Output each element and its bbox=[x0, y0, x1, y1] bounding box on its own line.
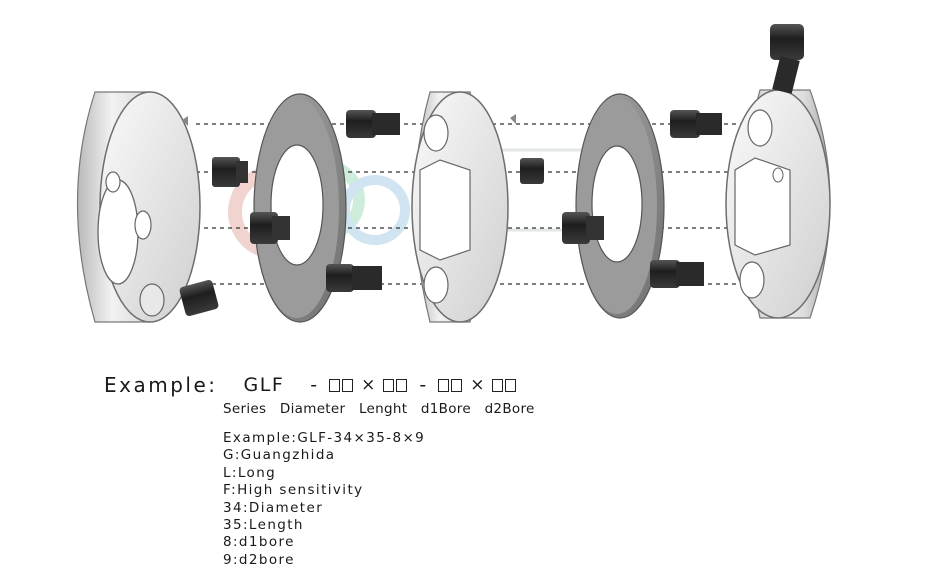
legend-item: 35:Length bbox=[223, 517, 304, 534]
series-code: GLF bbox=[243, 374, 285, 396]
legend-item: 9:d2bore bbox=[223, 551, 295, 568]
field-label-diameter: Diameter bbox=[279, 401, 346, 417]
field-label-d2bore: d2Bore bbox=[484, 401, 535, 417]
diaphragm-disc-icon bbox=[250, 93, 347, 323]
legend-item: Example:GLF-34×35-8×9 bbox=[223, 430, 426, 446]
dash-separator: - bbox=[310, 374, 318, 396]
legend-item: G:Guangzhida bbox=[223, 447, 336, 464]
spacer-center-icon bbox=[411, 91, 544, 323]
example-label: Example: bbox=[104, 373, 218, 397]
legend-item: 8:d1bore bbox=[223, 534, 295, 551]
field-label-length: Lenght bbox=[358, 401, 408, 417]
legend-item: L:Long bbox=[223, 464, 277, 481]
diaphragm-disc-icon bbox=[562, 93, 665, 319]
hub-left-icon bbox=[76, 91, 201, 323]
socket-cap-screw-icon bbox=[179, 157, 248, 316]
d1bore-placeholder bbox=[438, 378, 463, 392]
dash-separator: - bbox=[419, 374, 427, 396]
legend-item: F:High sensitivity bbox=[223, 482, 364, 499]
coupling-exploded-diagram bbox=[76, 24, 831, 323]
times-separator: × bbox=[470, 375, 485, 395]
legend-item: 34:Diameter bbox=[223, 499, 324, 516]
socket-cap-screw-icon bbox=[770, 24, 804, 94]
diameter-placeholder bbox=[329, 378, 354, 392]
field-label-series: Series bbox=[223, 401, 267, 417]
legend-list: Example:GLF-34×35-8×9 G:Guangzhida L:Lon… bbox=[223, 430, 425, 569]
example-code-line: Example: GLF - × - × bbox=[104, 371, 517, 399]
length-placeholder bbox=[383, 378, 408, 392]
hub-right-icon bbox=[725, 89, 831, 319]
socket-cap-screw-icon bbox=[650, 110, 722, 288]
d2bore-placeholder bbox=[492, 378, 517, 392]
socket-cap-screw-icon bbox=[326, 110, 400, 292]
field-labels: Series Diameter Lenght d1Bore d2Bore bbox=[223, 401, 544, 417]
times-separator: × bbox=[361, 375, 376, 395]
field-label-d1bore: d1Bore bbox=[420, 401, 471, 417]
